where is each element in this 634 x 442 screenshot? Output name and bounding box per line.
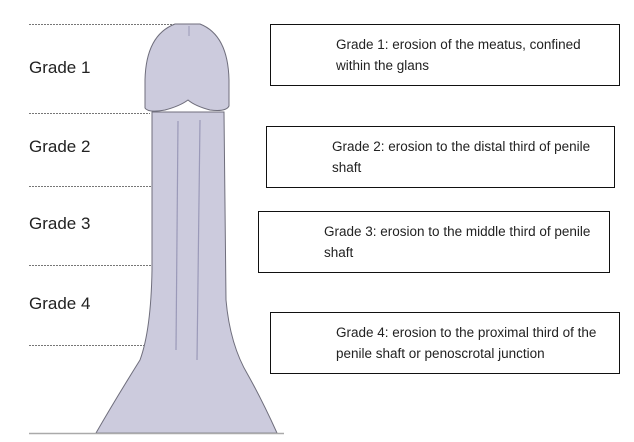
grade-divider-lines xyxy=(29,24,175,346)
urethra-line xyxy=(196,119,201,361)
grade-3-description: Grade 3: erosion to the middle third of … xyxy=(324,224,591,260)
grade-2-description-box: Grade 2: erosion to the distal third of … xyxy=(266,126,615,188)
shaft-shape xyxy=(95,111,278,434)
grade-4-label: Grade 4 xyxy=(29,294,91,313)
grade-1-description: Grade 1: erosion of the meatus, confined… xyxy=(336,37,581,73)
grade-4-description-box: Grade 4: erosion to the proximal third o… xyxy=(270,312,620,374)
grade-2-label: Grade 2 xyxy=(29,137,91,156)
grade-1-description-box: Grade 1: erosion of the meatus, confined… xyxy=(270,24,620,86)
urethra-line xyxy=(175,120,179,351)
grade-3-description-box: Grade 3: erosion to the middle third of … xyxy=(258,211,610,273)
grade-1-label: Grade 1 xyxy=(29,58,91,77)
glans-shape xyxy=(144,23,230,112)
grade-3-label: Grade 3 xyxy=(29,214,91,233)
grade-4-description: Grade 4: erosion to the proximal third o… xyxy=(336,325,597,361)
grade-2-description: Grade 2: erosion to the distal third of … xyxy=(332,139,591,175)
